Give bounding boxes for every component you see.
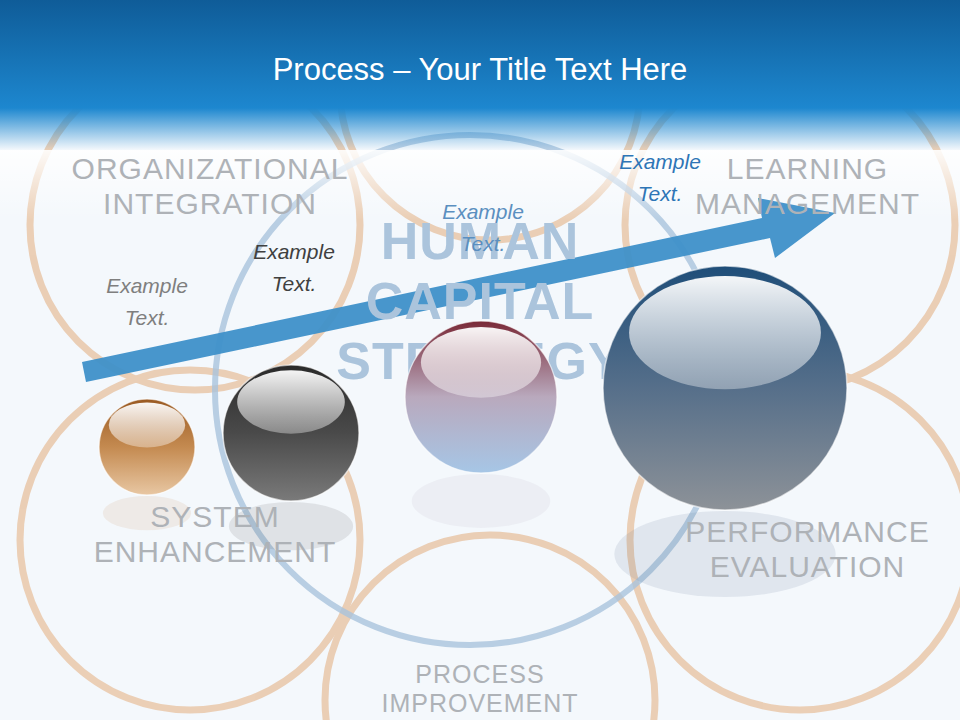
sphere-body <box>405 321 557 473</box>
sphere-highlight <box>237 370 345 433</box>
sphere-reflection <box>412 474 551 528</box>
sphere-node: Example Text. <box>222 236 360 502</box>
sphere-node: Example Text. <box>92 270 202 496</box>
glass-sphere <box>602 265 848 511</box>
glass-sphere <box>98 398 196 496</box>
sphere-label: Example Text. <box>428 196 538 259</box>
glass-sphere <box>404 320 558 474</box>
glass-sphere <box>222 364 360 502</box>
watermark-label: ORGANIZATIONAL INTEGRATION <box>55 152 365 221</box>
watermark-label: SYSTEM ENHANCEMENT <box>60 500 370 569</box>
sphere-body <box>603 266 847 510</box>
sphere-highlight <box>629 276 821 389</box>
sphere-label: Example Text. <box>239 236 349 299</box>
slide-title: Process – Your Title Text Here <box>0 52 960 88</box>
sphere-body <box>223 365 359 501</box>
watermark-label: LEARNING MANAGEMENT <box>670 152 945 221</box>
sphere-node: Example Text. <box>602 146 848 511</box>
sphere-label: Example Text. <box>605 146 715 209</box>
watermark-label: PERFORMANCE EVALUATION <box>665 515 950 584</box>
watermark-label: PROCESS IMPROVEMENT <box>330 660 630 718</box>
sphere-label: Example Text. <box>92 270 202 333</box>
sphere-highlight <box>421 327 541 398</box>
sphere-highlight <box>109 402 185 447</box>
sphere-body <box>99 399 195 495</box>
title-bar <box>0 0 960 150</box>
sphere-node: Example Text. <box>404 196 558 474</box>
